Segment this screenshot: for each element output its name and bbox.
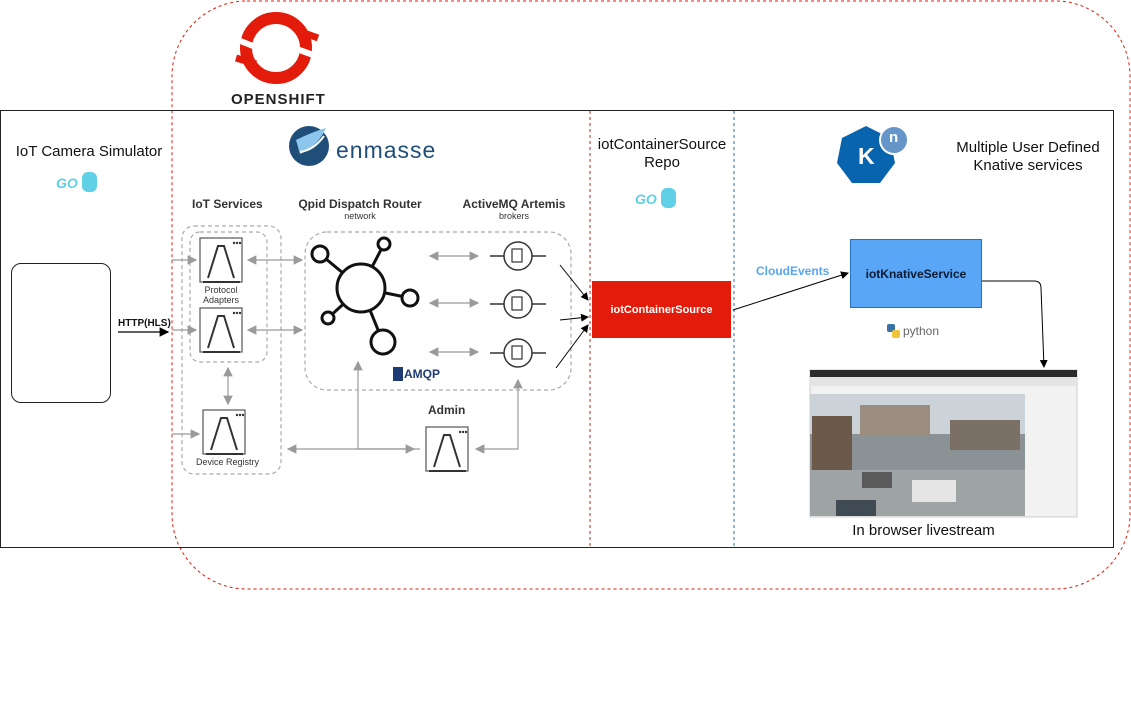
openshift-logo-icon (234, 12, 320, 84)
admin-broker-link (474, 378, 523, 454)
broker-source-arrow (559, 264, 589, 301)
repo-title: iotContainerSource Repo (592, 136, 732, 172)
livestream-caption: In browser livestream (852, 522, 995, 539)
cloudevents-label: CloudEvents (756, 264, 830, 278)
openshift-boundary (171, 0, 1131, 590)
go-logo-repo: GO (635, 188, 691, 210)
admin-icon (425, 426, 469, 472)
amqp-logo-icon (393, 367, 403, 381)
openshift-wordmark: OPENSHIFT (231, 91, 326, 108)
qpid-title: Qpid Dispatch Router (298, 197, 422, 211)
knative-logo-sup: n (889, 129, 899, 146)
iot-knative-service-box[interactable]: iotKnativeService (850, 239, 982, 308)
repo-title-line1: iotContainerSource (597, 136, 727, 153)
broker-icon (490, 241, 546, 271)
admin-router-link (353, 360, 420, 450)
qpid-subtitle: network (344, 211, 376, 221)
artemis-title: ActiveMQ Artemis (462, 197, 566, 211)
admin-label: Admin (428, 403, 466, 417)
iot-services-label: IoT Services (192, 197, 263, 211)
broker-source-arrow (559, 313, 589, 322)
go-wordmark: GO (635, 191, 657, 207)
iot-services-group (181, 225, 282, 475)
knative-title-line1: Multiple User Defined (956, 139, 1100, 156)
protocol-adapter-icon (199, 237, 243, 283)
camera-simulator-card (11, 263, 111, 403)
main-frame (0, 110, 1114, 548)
broker-icon (490, 338, 546, 368)
broker-source-arrow (555, 324, 589, 369)
cloudevents-arrow (732, 271, 849, 311)
knative-logo-letter: K (858, 143, 875, 169)
gopher-icon (661, 188, 677, 208)
service-stream-arrow (981, 280, 1048, 368)
device-registry-label: Device Registry (196, 457, 260, 467)
knative-logo-icon (837, 125, 909, 183)
knative-title-line2: Knative services (973, 157, 1083, 174)
router-network-icon (310, 236, 420, 356)
protocol-adapter-icon (199, 307, 243, 353)
python-logo-icon (887, 324, 900, 338)
go-logo-camera: GO (56, 172, 112, 194)
iot-container-source-label: iotContainerSource (610, 303, 713, 316)
iot-container-source-box[interactable]: iotContainerSource (592, 281, 731, 338)
python-label: python (903, 324, 940, 338)
knative-services-title: Multiple User Defined Knative services (940, 139, 1116, 175)
broker-icon (490, 289, 546, 319)
camera-simulator-title: IoT Camera Simulator (15, 143, 163, 160)
iot-knative-service-label: iotKnativeService (865, 266, 967, 281)
go-wordmark: GO (56, 175, 78, 191)
enmasse-wordmark: enmasse (336, 137, 437, 163)
http-hls-label: HTTP(HLS) (118, 318, 171, 329)
amqp-label: AMQP (404, 367, 440, 381)
artemis-subtitle: brokers (498, 211, 529, 221)
protocol-adapters-label: Protocol Adapters (202, 285, 240, 305)
repo-title-line2: Repo (644, 154, 680, 171)
enmasse-logo-icon (289, 126, 329, 166)
protocol-adapters-group (189, 231, 268, 363)
gopher-icon (82, 172, 98, 192)
livestream-screenshot (809, 369, 1078, 518)
device-registry-icon (202, 409, 246, 455)
